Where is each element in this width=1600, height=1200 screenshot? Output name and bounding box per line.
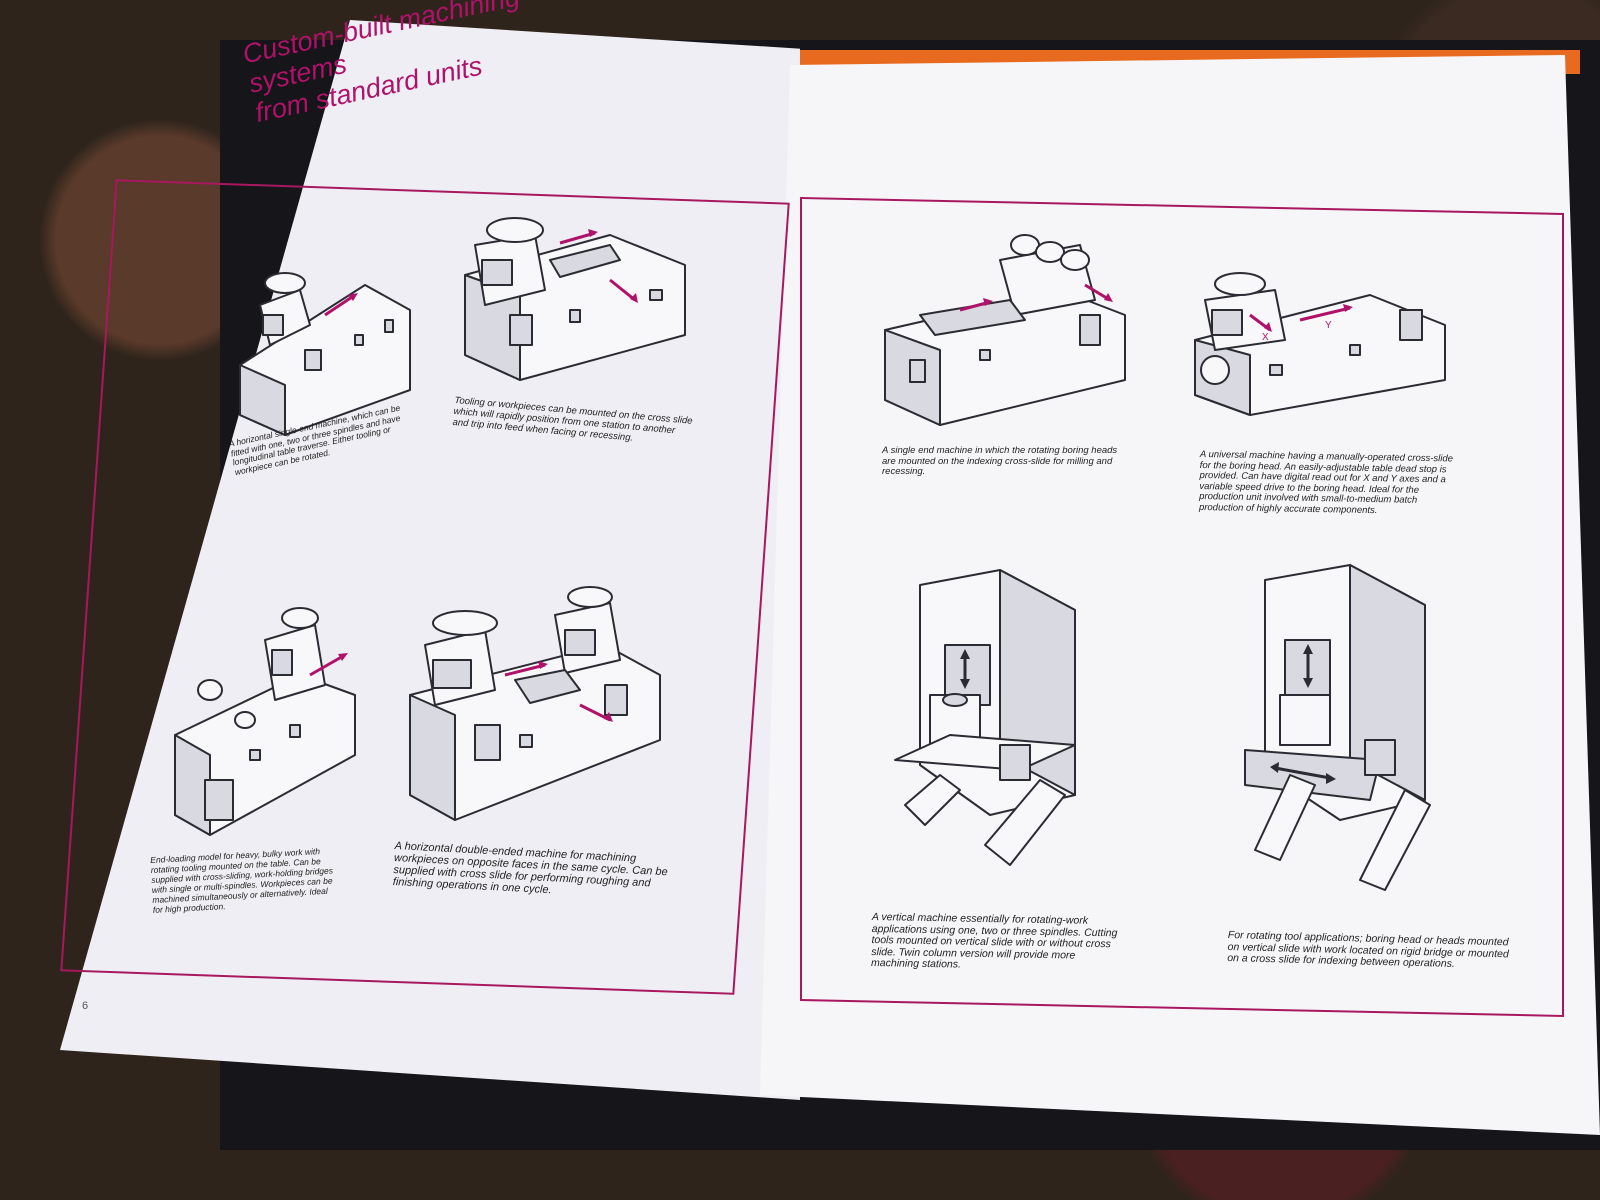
caption-universal-machine: A universal machine having a manually-op… xyxy=(1198,449,1454,516)
caption-end-loading: End-loading model for heavy, bulky work … xyxy=(150,846,334,915)
illustration-end-loading-model xyxy=(174,607,356,836)
illustration-single-end-indexing xyxy=(884,234,1126,426)
axis-label-x: X xyxy=(1262,332,1269,343)
illustration-universal-machine: X Y xyxy=(1194,272,1446,416)
page-number: 6 xyxy=(82,1000,89,1012)
illustration-horizontal-single-end xyxy=(239,272,411,436)
illustration-double-ended-machine xyxy=(409,586,661,821)
right-page xyxy=(760,55,1600,1135)
caption-vertical-machine: A vertical machine essentially for rotat… xyxy=(871,911,1118,971)
illustration-rotating-tool-vertical xyxy=(1244,564,1431,891)
illustration-cross-slide-machine xyxy=(464,217,686,381)
caption-single-end-indexing: A single end machine in which the rotati… xyxy=(882,445,1118,477)
axis-label-y: Y xyxy=(1325,320,1332,331)
illustration-vertical-machine xyxy=(894,569,1076,866)
